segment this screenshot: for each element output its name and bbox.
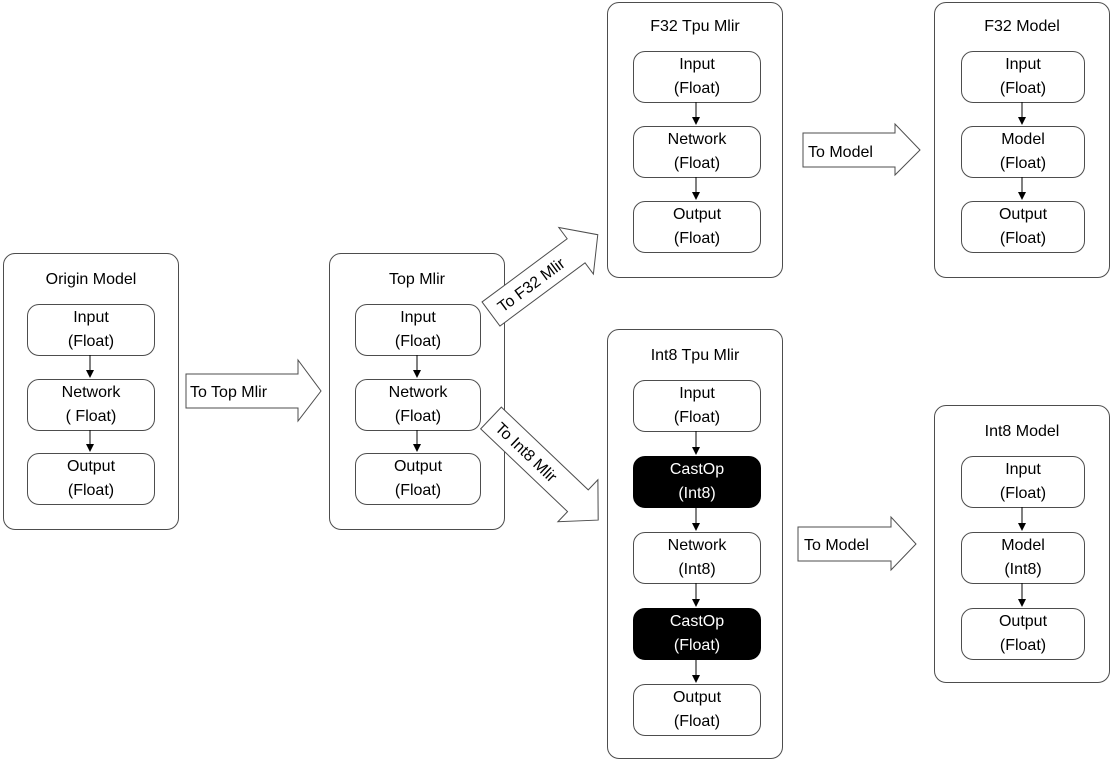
f32-tpu-mlir-group: F32 Tpu Mlir Input (Float) Network (Floa… — [607, 2, 783, 278]
origin-model-group: Origin Model Input (Float) Network ( Flo… — [3, 253, 179, 530]
node-type: (Float) — [67, 333, 115, 350]
node-type: (Float) — [67, 482, 115, 499]
to-top-mlir-label: To Top Mlir — [190, 384, 268, 401]
node-type: (Float) — [673, 637, 721, 654]
node-name: Input — [400, 309, 436, 326]
node-name: Output — [998, 206, 1048, 223]
node-type: (Float) — [673, 230, 721, 247]
int8model-input-node: Input (Float) — [961, 456, 1085, 508]
to-f32-mlir-arrow: To F32 Mlir — [481, 226, 599, 327]
to-model-int8-arrow: To Model — [797, 515, 917, 572]
node-type: (Float) — [999, 637, 1047, 654]
origin-network-node: Network ( Float) — [27, 379, 155, 431]
int8tpu-output-node: Output (Float) — [633, 684, 761, 736]
node-name: Input — [679, 56, 715, 73]
node-name: CastOp — [669, 613, 725, 630]
node-name: Network — [61, 384, 121, 401]
node-type: (Float) — [999, 230, 1047, 247]
top-output-node: Output (Float) — [355, 453, 481, 505]
node-name: Model — [1001, 131, 1045, 148]
node-type: (Float) — [673, 713, 721, 730]
node-name: Input — [679, 385, 715, 402]
f32model-output-node: Output (Float) — [961, 201, 1085, 253]
node-type: ( Float) — [65, 408, 117, 425]
top-network-node: Network (Float) — [355, 379, 481, 431]
int8-model-group: Int8 Model Input (Float) Model (Int8) Ou… — [934, 405, 1110, 683]
node-type: (Float) — [999, 485, 1047, 502]
node-type: (Float) — [999, 155, 1047, 172]
node-type: (Float) — [673, 80, 721, 97]
node-type: (Int8) — [678, 561, 716, 578]
node-name: Output — [672, 206, 722, 223]
f32-model-title: F32 Model — [984, 18, 1060, 35]
node-type: (Float) — [394, 408, 442, 425]
node-name: Input — [1005, 461, 1041, 478]
int8model-output-node: Output (Float) — [961, 608, 1085, 660]
f32model-input-node: Input (Float) — [961, 51, 1085, 103]
f32tpu-output-node: Output (Float) — [633, 201, 761, 253]
top-mlir-title: Top Mlir — [388, 271, 445, 288]
to-top-mlir-arrow: To Top Mlir — [185, 358, 322, 423]
top-mlir-group: Top Mlir Input (Float) Network (Float) O… — [329, 253, 505, 530]
node-type: (Float) — [394, 333, 442, 350]
node-type: (Int8) — [1004, 561, 1042, 578]
node-type: (Int8) — [678, 485, 716, 502]
int8model-model-node: Model (Int8) — [961, 532, 1085, 584]
top-input-node: Input (Float) — [355, 304, 481, 356]
node-name: Network — [667, 131, 727, 148]
int8tpu-castop-float-node: CastOp (Float) — [633, 608, 761, 660]
f32tpu-network-node: Network (Float) — [633, 126, 761, 178]
int8-tpu-mlir-group: Int8 Tpu Mlir Input (Float) CastOp (Int8… — [607, 329, 783, 759]
int8-tpu-mlir-title: Int8 Tpu Mlir — [650, 347, 740, 364]
node-name: Input — [1005, 56, 1041, 73]
node-name: Input — [73, 309, 109, 326]
int8tpu-input-node: Input (Float) — [633, 380, 761, 432]
to-model-f32-arrow: To Model — [802, 122, 921, 177]
f32tpu-input-node: Input (Float) — [633, 51, 761, 103]
node-name: Network — [388, 384, 448, 401]
node-name: Network — [667, 537, 727, 554]
node-type: (Float) — [673, 409, 721, 426]
int8-model-title: Int8 Model — [984, 423, 1060, 440]
node-name: Output — [66, 458, 116, 475]
node-name: Output — [672, 689, 722, 706]
f32-tpu-mlir-title: F32 Tpu Mlir — [650, 18, 740, 35]
f32model-model-node: Model (Float) — [961, 126, 1085, 178]
to-model-f32-label: To Model — [808, 144, 873, 161]
origin-input-node: Input (Float) — [27, 304, 155, 356]
int8tpu-castop-int8-node: CastOp (Int8) — [633, 456, 761, 508]
node-name: Output — [393, 458, 443, 475]
node-type: (Float) — [999, 80, 1047, 97]
node-name: Output — [998, 613, 1048, 630]
to-int8-mlir-arrow: To Int8 Mlir — [479, 406, 599, 523]
int8tpu-network-node: Network (Int8) — [633, 532, 761, 584]
f32-model-group: F32 Model Input (Float) Model (Float) Ou… — [934, 2, 1110, 278]
to-model-int8-label: To Model — [804, 537, 869, 554]
origin-output-node: Output (Float) — [27, 453, 155, 505]
node-type: (Float) — [394, 482, 442, 499]
flow-connectors — [86, 102, 1026, 683]
node-type: (Float) — [673, 155, 721, 172]
node-name: Model — [1001, 537, 1045, 554]
node-name: CastOp — [669, 461, 725, 478]
origin-model-title: Origin Model — [45, 271, 137, 288]
